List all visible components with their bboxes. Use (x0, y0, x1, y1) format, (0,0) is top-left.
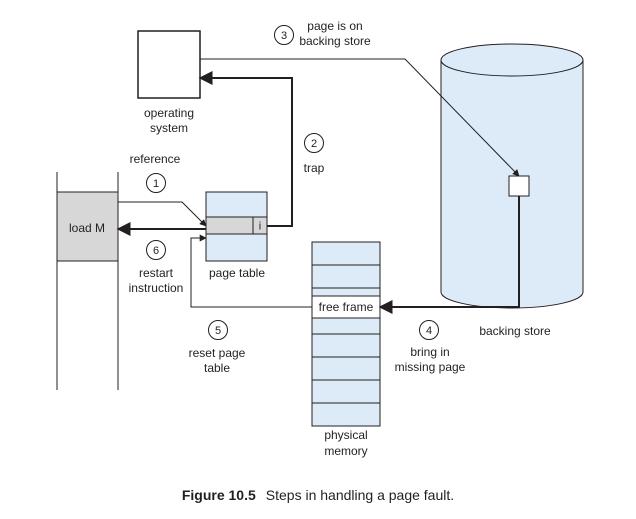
figure-caption: Figure 10.5 Steps in handling a page faul… (182, 487, 454, 503)
load-m-text: load M (69, 221, 105, 235)
step-4-label-line1: bring in (410, 345, 449, 359)
figure-number: Figure 10.5 (182, 487, 256, 503)
backing-store-top (440, 43, 584, 77)
step-2-marker: 2 (304, 133, 324, 153)
arrow-reference (118, 201, 207, 227)
physical-memory-label-line2: memory (324, 444, 367, 458)
free-frame-label: free frame (319, 300, 374, 314)
os-label-line1: operating (144, 106, 194, 120)
page-table-label: page table (209, 266, 265, 280)
svg-text:6: 6 (153, 245, 159, 257)
svg-text:4: 4 (426, 325, 432, 337)
step-4-label-line2: missing page (395, 360, 466, 374)
svg-text:3: 3 (281, 30, 287, 42)
os-label-line2: system (150, 121, 188, 135)
arrow-trap (198, 71, 293, 227)
physical-memory-label-line1: physical (324, 428, 367, 442)
arrow-bring-in-page (378, 196, 520, 314)
invalid-bit: i (259, 221, 261, 233)
step-6-label-line1: restart (139, 266, 174, 280)
step-6-label-line2: instruction (129, 281, 184, 295)
figure-caption-text: Steps in handling a page fault. (266, 487, 454, 503)
backing-store-label: backing store (479, 324, 551, 338)
step-1-marker: 1 (146, 173, 166, 193)
missing-page-block (508, 175, 530, 197)
step-5-label-line1: reset page (189, 346, 246, 360)
svg-text:5: 5 (215, 325, 221, 337)
arrow-reset-page-table (190, 234, 312, 308)
step-3-label-line1: page is on (307, 19, 362, 33)
svg-text:1: 1 (153, 178, 159, 190)
step-5-marker: 5 (208, 320, 228, 340)
step-3-label-line2: backing store (299, 34, 371, 48)
step-2-label: trap (304, 161, 325, 175)
step-5-label-line2: table (204, 361, 230, 375)
os-box (137, 30, 201, 99)
step-1-label: reference (130, 152, 181, 166)
step-3-marker: 3 (274, 25, 294, 45)
load-m-cell (56, 191, 119, 262)
step-4-marker: 4 (419, 320, 439, 340)
step-6-marker: 6 (146, 240, 166, 260)
arrow-page-on-backing-store (200, 58, 520, 177)
svg-text:2: 2 (311, 138, 317, 150)
